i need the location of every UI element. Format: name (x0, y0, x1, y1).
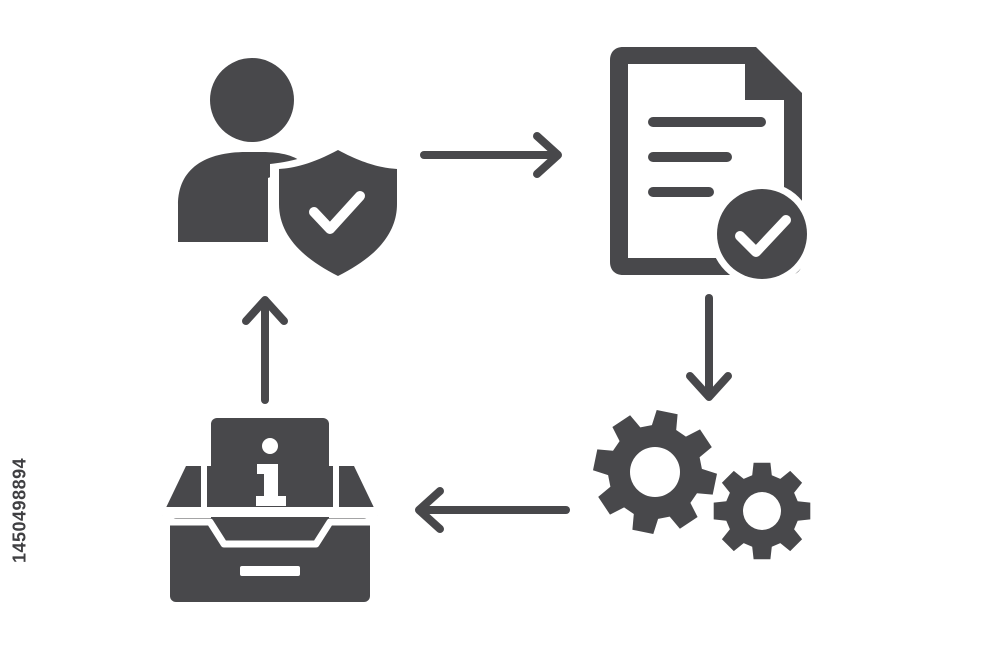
small-gear (713, 462, 811, 560)
user-head (210, 58, 294, 142)
arrow-left (415, 487, 570, 533)
large-gear (593, 410, 717, 534)
inbox-with-info-document-icon: i (160, 418, 380, 602)
arrow-down (686, 294, 732, 401)
document-line-2 (648, 152, 732, 162)
info-document-gap (201, 427, 339, 515)
info-stem (256, 464, 286, 506)
check-badge (717, 189, 807, 279)
gears-icon (593, 410, 811, 560)
document-line-3 (648, 187, 714, 197)
document-fold (752, 52, 798, 96)
document-with-check-icon (610, 47, 814, 286)
stock-image-id: 1450498894 (9, 457, 30, 564)
document-line-1 (648, 117, 766, 127)
shield-check-mark (309, 191, 365, 234)
tray-handle (240, 566, 300, 576)
badge-check-mark (735, 215, 791, 257)
user-with-shield-check-icon (178, 58, 406, 285)
arrow-right (420, 132, 562, 178)
arrow-up (242, 296, 288, 404)
info-dot (262, 438, 278, 454)
tray-top-edge (166, 518, 374, 548)
tray-body (170, 518, 370, 602)
